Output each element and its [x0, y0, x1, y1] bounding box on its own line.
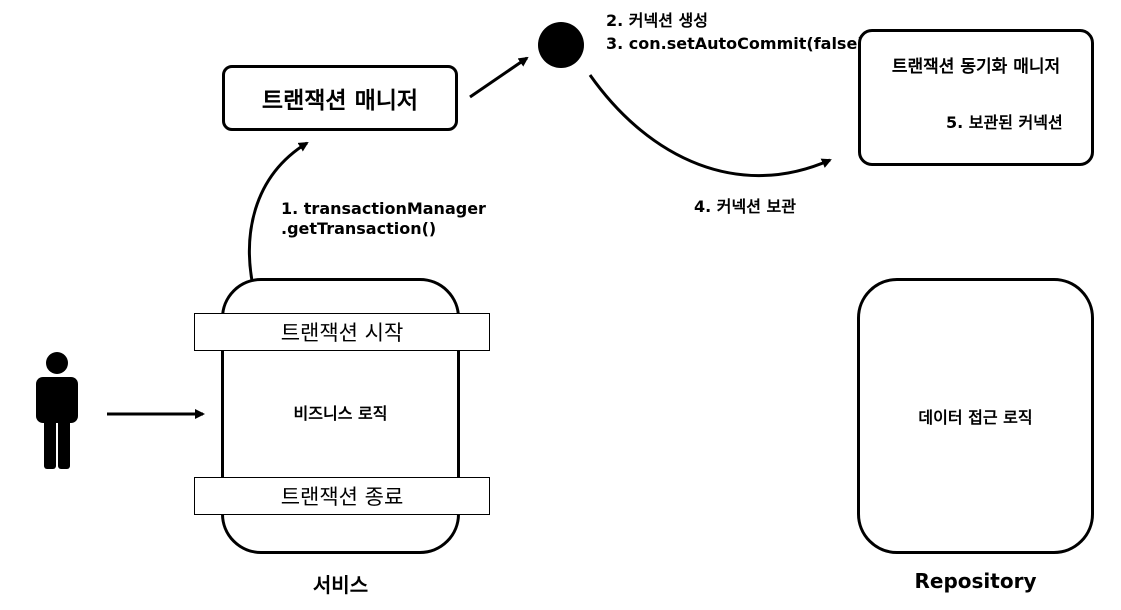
transaction-manager-box: 트랜잭션 매니저	[222, 65, 458, 131]
repository-box: 데이터 접근 로직	[857, 278, 1094, 554]
sync-manager-box: 트랜잭션 동기화 매니저	[858, 29, 1094, 166]
tx-end-label: 트랜잭션 종료	[280, 485, 404, 509]
business-logic-label: 비즈니스 로직	[293, 404, 388, 423]
step2-label: 2. 커넥션 생성	[606, 11, 708, 30]
stored-connection-label: 5. 보관된 커넥션	[946, 113, 1063, 132]
step1-label-line2: .getTransaction()	[281, 219, 437, 238]
transaction-manager-label: 트랜잭션 매니저	[261, 88, 419, 114]
sync-manager-title: 트랜잭션 동기화 매니저	[891, 57, 1061, 77]
arrow-create-connection	[469, 56, 529, 99]
tx-start-label: 트랜잭션 시작	[280, 321, 404, 345]
step3-label: 3. con.setAutoCommit(false)	[606, 34, 865, 53]
tx-end-band: 트랜잭션 종료	[194, 477, 490, 515]
arrow-store-connection	[588, 74, 832, 178]
step4-label: 4. 커넥션 보관	[694, 197, 796, 216]
connection-dot-icon	[538, 22, 584, 68]
step1-label-line1: 1. transactionManager	[281, 199, 486, 218]
repository-caption: Repository	[914, 569, 1037, 593]
service-caption: 서비스	[312, 573, 369, 597]
repository-content-label: 데이터 접근 로직	[918, 408, 1033, 427]
tx-start-band: 트랜잭션 시작	[194, 313, 490, 351]
person-icon	[36, 352, 78, 469]
